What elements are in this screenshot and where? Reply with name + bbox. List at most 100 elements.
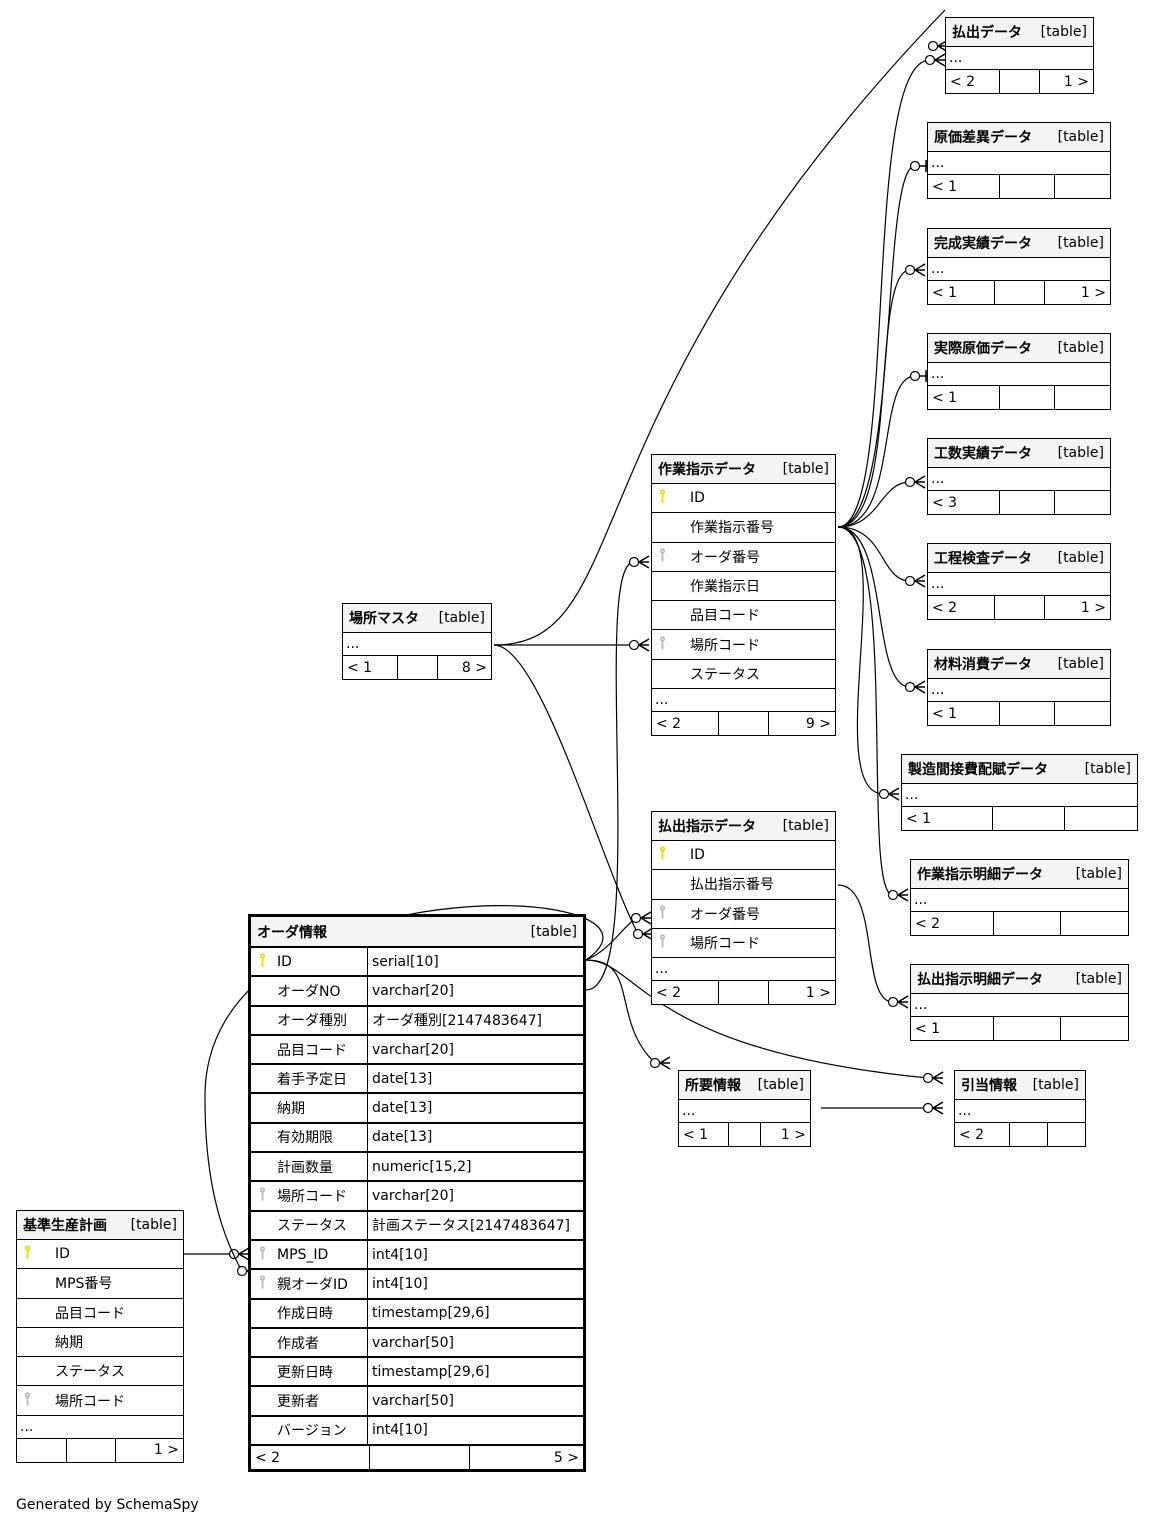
column-name[interactable]: 作成者	[277, 1335, 319, 1352]
column-name[interactable]: オーダ番号	[690, 549, 760, 566]
column-row[interactable]: オーダ番号	[652, 900, 835, 929]
table-header[interactable]: 所要情報[table]	[679, 1071, 810, 1100]
table-hikiate-joho[interactable]: 引当情報[table]...< 2	[954, 1070, 1086, 1147]
table-sagyo-shiji-data[interactable]: 作業指示データ[table] ID 作業指示番号オーダ番号作業指示日品目コード場所コ…	[651, 454, 836, 737]
column-name[interactable]: 品目コード	[690, 608, 760, 625]
column-row[interactable]: 場所コード	[17, 1386, 183, 1416]
table-header[interactable]: 払出指示データ[table]	[652, 812, 835, 841]
column-row[interactable]: ID	[652, 484, 835, 514]
table-seizo-kansetsu-data[interactable]: 製造間接費配賦データ[table]...< 1	[901, 754, 1138, 831]
column-row[interactable]: 作業指示番号	[652, 513, 835, 543]
column-name[interactable]: 更新者	[277, 1394, 319, 1411]
parent-count[interactable]: < 2	[928, 596, 996, 619]
parent-count[interactable]: < 1	[902, 807, 994, 830]
parent-count[interactable]	[17, 1438, 68, 1462]
table-header[interactable]: オーダ情報[table]	[251, 917, 583, 948]
table-header[interactable]: 払出指示明細データ[table]	[911, 965, 1128, 994]
table-name[interactable]: 作業指示明細データ	[917, 867, 1043, 883]
column-name[interactable]: 作成日時	[277, 1306, 333, 1323]
column-name[interactable]: バージョン	[277, 1423, 347, 1440]
table-name[interactable]: 払出指示明細データ	[917, 972, 1043, 988]
child-count[interactable]: 1 >	[1063, 73, 1089, 90]
table-name[interactable]: 場所マスタ	[349, 611, 419, 627]
parent-count[interactable]: < 2	[911, 912, 995, 935]
child-count[interactable]: 5 >	[553, 1449, 579, 1466]
table-header[interactable]: 作業指示データ[table]	[652, 455, 835, 484]
table-harai-meisai-data[interactable]: 払出指示明細データ[table]...< 1	[910, 964, 1129, 1041]
column-row[interactable]: MPS番号	[17, 1269, 183, 1299]
table-zairyo-shohi-data[interactable]: 材料消費データ[table]...< 1	[927, 649, 1111, 726]
column-name[interactable]: ID	[277, 953, 292, 970]
parent-count[interactable]: < 1	[343, 656, 399, 679]
table-name[interactable]: 実際原価データ	[934, 341, 1032, 357]
column-name[interactable]: オーダNO	[277, 983, 341, 1000]
column-name[interactable]: 場所コード	[277, 1189, 347, 1206]
child-count[interactable]: 1 >	[780, 1126, 806, 1143]
table-name[interactable]: 製造間接費配賦データ	[908, 762, 1048, 778]
table-jissai-genka-data[interactable]: 実際原価データ[table]...< 1	[927, 333, 1111, 410]
table-name[interactable]: 作業指示データ	[658, 462, 756, 478]
column-row[interactable]: 場所コード	[652, 630, 835, 660]
column-name[interactable]: MPS番号	[55, 1276, 113, 1293]
child-count[interactable]	[1065, 807, 1137, 830]
parent-count[interactable]: < 1	[911, 1017, 995, 1040]
child-count[interactable]	[1061, 912, 1128, 935]
column-name[interactable]: 着手予定日	[277, 1071, 347, 1088]
table-header[interactable]: 製造間接費配賦データ[table]	[902, 755, 1137, 784]
table-header[interactable]: 払出データ[table]	[946, 18, 1093, 47]
table-genka-sai-data[interactable]: 原価差異データ[table]...< 1	[927, 122, 1111, 199]
table-name[interactable]: 基準生産計画	[23, 1218, 107, 1234]
column-row[interactable]: ステータス	[652, 660, 835, 690]
parent-count[interactable]: < 1	[928, 281, 996, 304]
column-row[interactable]: 場所コード	[652, 929, 835, 959]
column-name[interactable]: ID	[690, 490, 705, 507]
column-name[interactable]: ステータス	[277, 1218, 347, 1235]
table-sagyo-meisai-data[interactable]: 作業指示明細データ[table]...< 2	[910, 859, 1129, 936]
column-name[interactable]: ID	[55, 1246, 70, 1263]
column-name[interactable]: 有効期限	[277, 1130, 333, 1147]
parent-count[interactable]: < 2	[955, 1123, 1011, 1146]
table-header[interactable]: 基準生産計画[table]	[17, 1211, 183, 1240]
column-name[interactable]: 納期	[277, 1101, 305, 1118]
parent-count[interactable]: < 2	[946, 70, 1001, 93]
column-name[interactable]: オーダ種別	[277, 1013, 347, 1030]
table-kosu-jisseki-data[interactable]: 工数実績データ[table]...< 3	[927, 438, 1111, 515]
table-name[interactable]: 材料消費データ	[934, 657, 1032, 673]
column-name[interactable]: ステータス	[690, 666, 760, 683]
table-name[interactable]: 工数実績データ	[934, 446, 1032, 462]
child-count[interactable]: 8 >	[461, 659, 487, 676]
table-header[interactable]: 工数実績データ[table]	[928, 439, 1110, 468]
column-row[interactable]: 品目コード	[652, 601, 835, 631]
column-name[interactable]: 更新日時	[277, 1364, 333, 1381]
table-header[interactable]: 材料消費データ[table]	[928, 650, 1110, 679]
child-count[interactable]	[1055, 702, 1110, 725]
table-name[interactable]: 引当情報	[961, 1078, 1017, 1094]
column-name[interactable]: ID	[690, 847, 705, 864]
column-name[interactable]: ステータス	[55, 1364, 125, 1381]
table-name[interactable]: 完成実績データ	[934, 236, 1032, 252]
column-name[interactable]: 作業指示日	[690, 579, 760, 596]
column-name[interactable]: オーダ番号	[690, 906, 760, 923]
table-name[interactable]: 払出指示データ	[658, 819, 756, 835]
column-name[interactable]: 作業指示番号	[690, 520, 774, 537]
child-count[interactable]	[1061, 1017, 1128, 1040]
